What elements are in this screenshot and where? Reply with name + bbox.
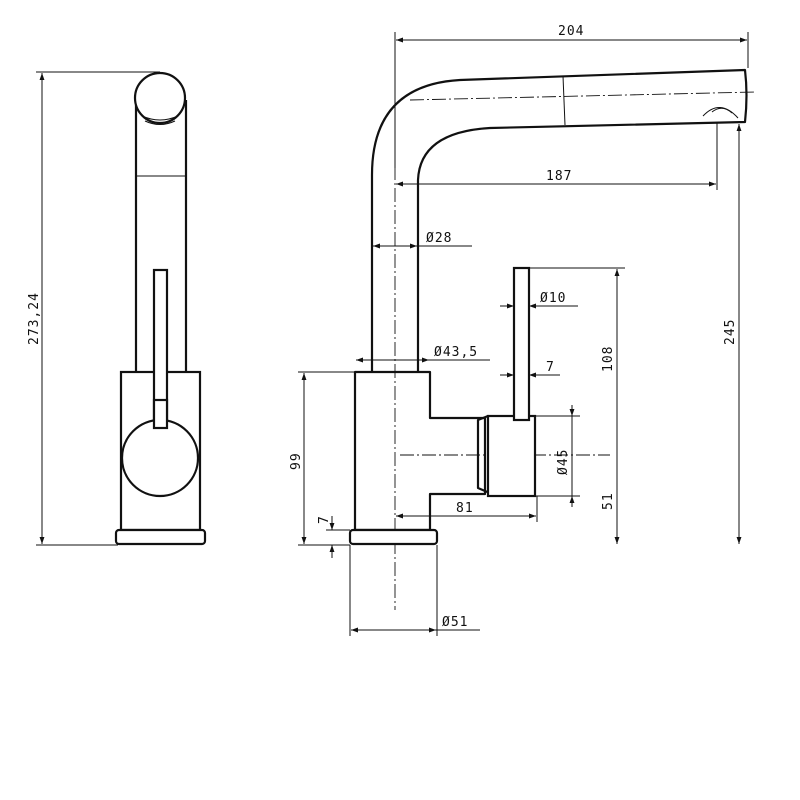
front-spout-outline	[134, 100, 188, 372]
dim-label-body-diameter: Ø43,5	[434, 345, 478, 360]
dimension-handle-reach: 81	[396, 496, 538, 522]
front-handle-knob	[120, 418, 200, 498]
dimension-spout-height: 245	[723, 124, 742, 544]
front-view: 273,24	[27, 71, 207, 546]
dimension-lever-offset: 7	[500, 360, 560, 378]
dim-label-base-diameter: Ø51	[442, 615, 468, 630]
dim-label-spout-diameter: Ø28	[426, 231, 452, 246]
dimension-spout-reach: 204	[394, 24, 749, 168]
side-lever	[512, 266, 531, 422]
dimension-handle-axis-height: 51	[601, 455, 618, 544]
front-spout-head	[133, 71, 187, 125]
dim-label-lever-height: 108	[601, 346, 616, 372]
dim-label-handle-reach: 81	[456, 501, 474, 516]
front-spout-head-detail	[141, 115, 179, 125]
dim-label-spout-center-reach: 187	[546, 169, 572, 184]
dimension-spout-diameter: Ø28	[373, 231, 472, 249]
dim-label-base-thickness: 7	[317, 515, 332, 524]
dim-label-spout-height: 245	[723, 319, 738, 345]
dim-label-handle-diameter: Ø45	[556, 449, 571, 475]
side-base	[348, 528, 439, 546]
side-view: 204 187 Ø28 Ø10 Ø43,5	[289, 24, 756, 636]
dim-label-lever-offset: 7	[546, 360, 555, 375]
dim-label-handle-axis-height: 51	[601, 492, 616, 510]
dimension-handle-diameter: Ø45	[536, 405, 580, 507]
dimension-overall-height: 273,24	[27, 71, 160, 546]
side-handle	[486, 414, 537, 498]
spout-aerator	[702, 107, 739, 119]
dimension-base-diameter: Ø51	[349, 545, 480, 636]
side-spout-outline	[370, 68, 748, 372]
dim-label-overall-height: 273,24	[27, 292, 42, 345]
dim-label-body-height: 99	[289, 452, 304, 470]
spout-horizontal-centerline	[409, 91, 756, 101]
dimension-base-thickness: 7	[317, 515, 350, 558]
front-lever-stem	[152, 398, 169, 430]
dim-label-spout-reach: 204	[558, 24, 584, 39]
front-base	[114, 528, 207, 546]
dim-label-lever-diameter: Ø10	[540, 291, 566, 306]
spout-pullout-joint	[562, 75, 566, 126]
dimension-spout-center-reach: 187	[396, 122, 718, 190]
dimension-body-height: 99	[289, 371, 354, 546]
dimension-lever-diameter: Ø10	[500, 291, 578, 309]
dimension-body-diameter: Ø43,5	[356, 345, 490, 363]
